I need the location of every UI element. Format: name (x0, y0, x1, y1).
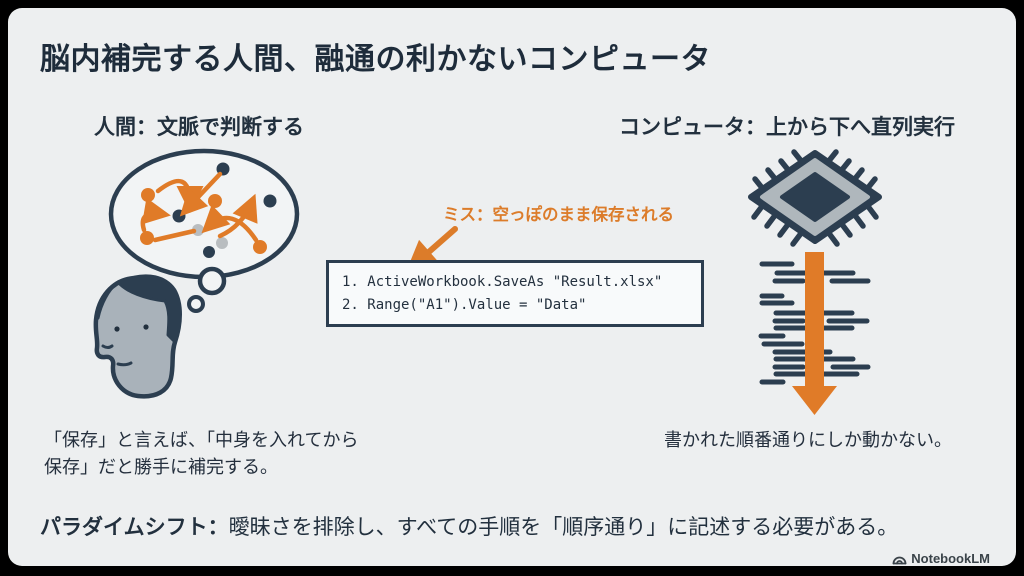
notebooklm-watermark: NotebookLM (892, 551, 990, 566)
flow-down-arrow-icon (792, 252, 837, 415)
slide-title: 脳内補完する人間、融通の利かないコンピュータ (40, 43, 711, 76)
human-thinking-illustration (93, 148, 300, 399)
computer-column-heading: コンピュータ：上から下へ直列実行 (619, 116, 955, 139)
code-snippet-box: 1. ActiveWorkbook.SaveAs "Result.xlsx" 2… (326, 260, 704, 327)
human-column-heading: 人間：文脈で判断する (94, 116, 304, 139)
notebooklm-logo-text: NotebookLM (911, 551, 990, 566)
paradigm-shift-statement: パラダイムシフト：曖昧さを排除し、すべての手順を「順序通り」に記述する必要がある… (40, 511, 898, 541)
human-head-icon (93, 274, 182, 399)
cpu-chip-icon (748, 149, 882, 247)
notebooklm-logo-icon (892, 556, 907, 565)
annotation-arrow-icon (405, 226, 458, 273)
paradigm-shift-text: 曖昧さを排除し、すべての手順を「順序通り」に記述する必要がある。 (228, 516, 899, 539)
paradigm-shift-label: パラダイムシフト： (40, 516, 229, 539)
human-caption: 「保存」と言えば、「中身を入れてから保存」だと勝手に補完する。 (44, 430, 359, 477)
code-line-2: 2. Range("A1").Value = "Data" (342, 297, 587, 313)
thought-arrows (140, 171, 259, 243)
code-line-1: 1. ActiveWorkbook.SaveAs "Result.xlsx" (342, 274, 663, 290)
computer-serial-illustration (748, 149, 882, 415)
computer-caption: 書かれた順番通りにしか動かない。 (664, 430, 952, 450)
mistake-annotation: ミス：空っぽのまま保存される (443, 206, 674, 224)
